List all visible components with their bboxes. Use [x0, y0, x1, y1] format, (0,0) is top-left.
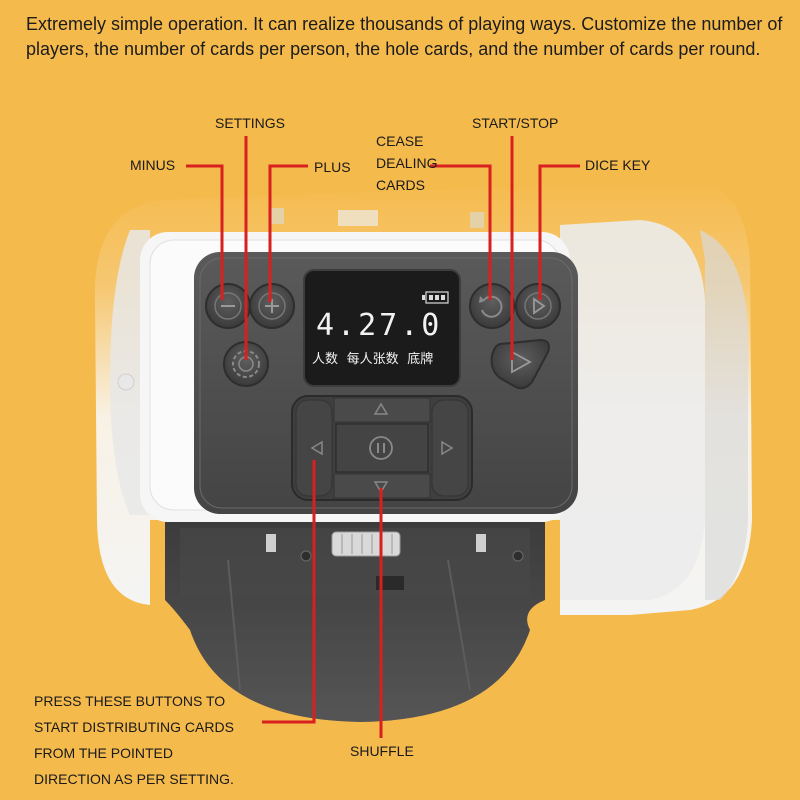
direction-pad — [291, 395, 473, 501]
dice-key-pointer — [538, 164, 580, 300]
minus-icon — [214, 292, 242, 320]
arrow-down-icon — [373, 481, 389, 494]
cease-dealing-label-line: CEASE — [376, 133, 424, 149]
start-stop-label: START/STOP — [472, 115, 559, 131]
press-buttons-pointer — [262, 460, 316, 724]
lcd-label-hole-cards: 底牌 — [407, 351, 434, 366]
plus-pointer — [268, 164, 308, 302]
play-icon — [533, 297, 546, 315]
lcd-label-players: 人数 — [312, 351, 339, 366]
plus-button[interactable] — [249, 283, 295, 329]
cease-dealing-label-line: CARDS — [376, 177, 426, 193]
plus-icon — [258, 292, 286, 320]
dice-key-label: DICE KEY — [585, 157, 651, 173]
lcd-value: 4.27.0 — [316, 308, 443, 343]
minus-pointer — [186, 164, 224, 300]
cease-pointer — [430, 164, 492, 300]
cease-dealing-label-line: DEALING — [376, 155, 438, 171]
shuffle-label: SHUFFLE — [350, 743, 414, 759]
cease-dealing-button[interactable] — [469, 283, 515, 329]
intro-text: Extremely simple operation. It can reali… — [26, 14, 783, 59]
plus-label: PLUS — [314, 159, 351, 175]
roller — [331, 531, 401, 557]
shuffle-button[interactable] — [335, 423, 429, 473]
pointer-lines — [186, 136, 580, 738]
press-buttons-label: PRESS THESE BUTTONS TO START DISTRIBUTIN… — [34, 688, 234, 792]
settings-label: SETTINGS — [215, 115, 286, 131]
press-buttons-label-line: DIRECTION AS PER SETTING. — [34, 771, 234, 787]
lcd-label-cards-per-person: 每人张数 — [346, 351, 399, 366]
dpad-up[interactable] — [333, 397, 431, 423]
press-buttons-label-line: START DISTRIBUTING CARDS — [34, 719, 234, 735]
minus-label: MINUS — [130, 157, 176, 173]
arrow-right-icon — [441, 440, 454, 456]
start-stop-button[interactable] — [490, 338, 550, 390]
minus-button[interactable] — [205, 283, 251, 329]
arrow-up-icon — [373, 402, 389, 415]
lcd-screen — [303, 269, 461, 387]
pause-icon — [369, 436, 393, 460]
battery-icon — [422, 291, 449, 304]
dpad-right[interactable] — [431, 399, 469, 497]
arrow-left-icon — [310, 440, 323, 456]
press-buttons-label-line: FROM THE POINTED — [34, 745, 173, 761]
press-buttons-label-line: PRESS THESE BUTTONS TO — [34, 693, 226, 709]
lcd-readout: 4.27.0 人数 每人张数 底牌 — [306, 272, 458, 384]
card-tray — [165, 522, 545, 722]
dice-key-button[interactable] — [515, 283, 561, 329]
cease-dealing-label: CEASE DEALING CARDS — [376, 130, 437, 196]
play-icon — [511, 350, 532, 374]
lcd-labels: 人数 每人张数 底牌 — [312, 348, 438, 367]
